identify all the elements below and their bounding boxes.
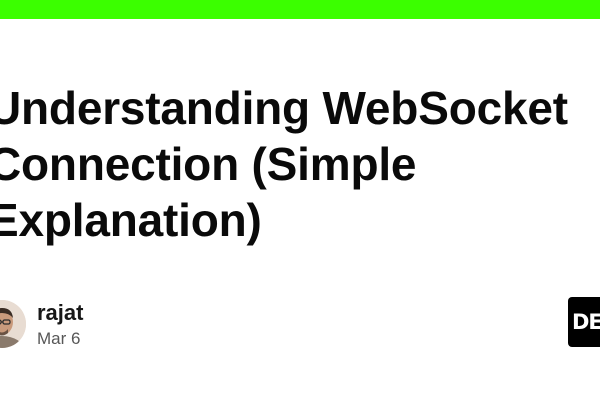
article-title-line-1: Understanding WebSocket (0, 82, 568, 134)
post-date: Mar 6 (37, 329, 81, 348)
article-title-line-2: Connection (Simple (0, 138, 417, 190)
dev-logo-text: DEV (572, 310, 600, 334)
author-avatar (0, 300, 26, 348)
person-avatar-icon (0, 300, 26, 348)
author-name[interactable]: rajat (37, 300, 84, 325)
author-info: rajat Mar 6 (0, 300, 300, 350)
accent-top-bar (0, 0, 600, 19)
article-title-line-3: Explanation) (0, 194, 262, 246)
article-title: Understanding WebSocket Connection (Simp… (0, 80, 588, 248)
dev-logo-icon: DEV (568, 297, 600, 347)
